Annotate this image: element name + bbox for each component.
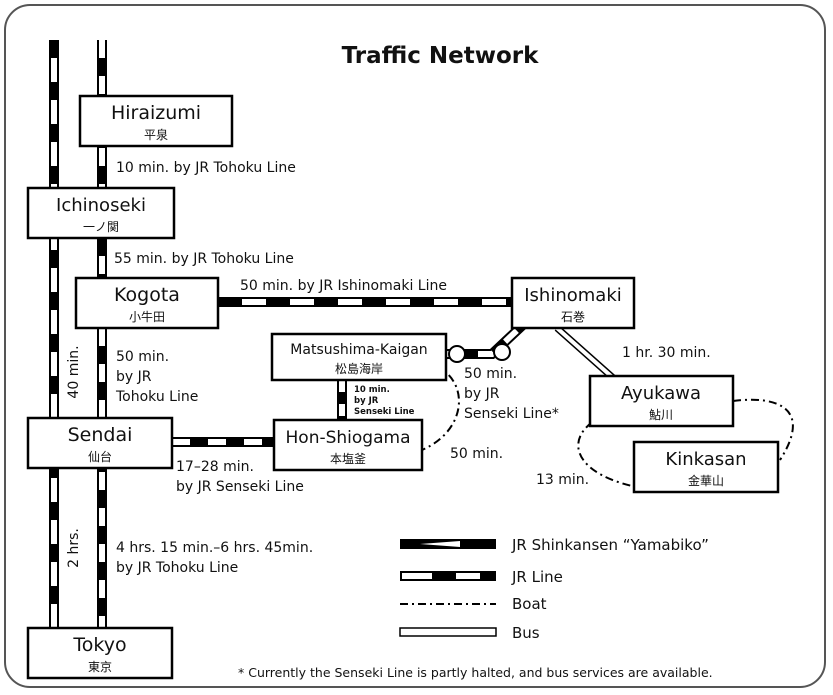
station-hon-shiogama: Hon-Shiogama 本塩釜 [272,418,424,472]
station-ayukawa: Ayukawa 鮎川 [588,374,735,428]
senseki-halt-marker [493,343,511,361]
svg-text:JR Line: JR Line [511,568,563,586]
footnote: * Currently the Senseki Line is partly h… [238,665,713,680]
senseki-halt-marker [448,345,466,363]
station-tokyo: Tokyo 東京 [26,626,174,680]
svg-text:JR Shinkansen “Yamabiko”: JR Shinkansen “Yamabiko” [511,536,709,554]
shinkansen-label-40min: 40 min. [66,345,82,398]
boat-route-kinkasan-a [577,413,633,487]
legend-item-bus: Bus [399,624,540,642]
route-label-ayukawa-kinkasan-boat: 13 min. [536,472,589,488]
svg-text:Ishinomaki: Ishinomaki [524,285,622,306]
route-label-matsushima-ishinomaki: 50 min. by JR Senseki Line* [464,366,559,422]
legend-item-jr-line: JR Line [400,568,563,586]
legend-item-shinkansen: JR Shinkansen “Yamabiko” [400,536,709,554]
svg-text:Boat: Boat [512,595,547,613]
route-label-kogota-sendai: 50 min. by JR Tohoku Line [115,349,198,405]
svg-text:鮎川: 鮎川 [649,408,673,422]
boat-route-kinkasan-b [732,398,794,461]
station-hiraizumi: Hiraizumi 平泉 [78,94,234,148]
legend: JR Shinkansen “Yamabiko” JR Line Boat Bu… [399,536,709,642]
svg-text:石巻: 石巻 [561,310,585,324]
legend-item-boat: Boat [400,595,547,613]
svg-text:松島海岸: 松島海岸 [335,361,383,376]
route-label-hiraizumi-ichinoseki: 10 min. by JR Tohoku Line [116,160,296,176]
svg-text:小牛田: 小牛田 [129,309,165,324]
route-label-ichinoseki-kogota: 55 min. by JR Tohoku Line [114,251,294,267]
station-sendai: Sendai 仙台 [26,416,174,470]
svg-text:一ノ関: 一ノ関 [83,220,119,234]
diagram-title: Traffic Network [342,43,540,69]
station-kogota: Kogota 小牛田 [74,276,220,330]
route-label-matsushima-hon-shiogama: 10 min. by JR Senseki Line [354,385,415,417]
station-ishinomaki: Ishinomaki 石巻 [510,276,636,330]
svg-text:金華山: 金華山 [688,473,724,488]
map-frame [4,4,826,688]
svg-text:Sendai: Sendai [68,424,133,446]
svg-text:Ayukawa: Ayukawa [621,383,701,404]
svg-text:Kinkasan: Kinkasan [665,449,746,470]
svg-text:仙台: 仙台 [88,449,112,464]
svg-text:東京: 東京 [88,660,112,674]
route-label-sendai-tokyo: 4 hrs. 15 min.–6 hrs. 45min. by JR Tohok… [116,540,318,576]
svg-text:Kogota: Kogota [114,284,180,306]
station-ichinoseki: Ichinoseki 一ノ関 [26,186,176,240]
svg-text:本塩釜: 本塩釜 [330,451,366,466]
route-label-kogota-ishinomaki: 50 min. by JR Ishinomaki Line [240,278,447,294]
svg-text:Hiraizumi: Hiraizumi [111,102,201,124]
bus-route [554,325,623,387]
svg-text:Tokyo: Tokyo [72,634,126,656]
station-matsushima-kaigan: Matsushima-Kaigan 松島海岸 [270,332,448,382]
route-label-ishinomaki-ayukawa-bus: 1 hr. 30 min. [622,345,711,361]
svg-text:Bus: Bus [512,624,540,642]
route-label-hon-shiogama-boat: 50 min. [450,446,503,462]
shinkansen-label-2hrs: 2 hrs. [66,528,82,568]
station-kinkasan: Kinkasan 金華山 [632,440,780,494]
route-label-sendai-hon-shiogama: 17–28 min. by JR Senseki Line [176,459,304,495]
svg-text:平泉: 平泉 [144,128,168,142]
svg-text:Hon-Shiogama: Hon-Shiogama [286,428,411,448]
svg-text:Ichinoseki: Ichinoseki [56,195,146,216]
svg-text:Matsushima-Kaigan: Matsushima-Kaigan [290,342,427,358]
